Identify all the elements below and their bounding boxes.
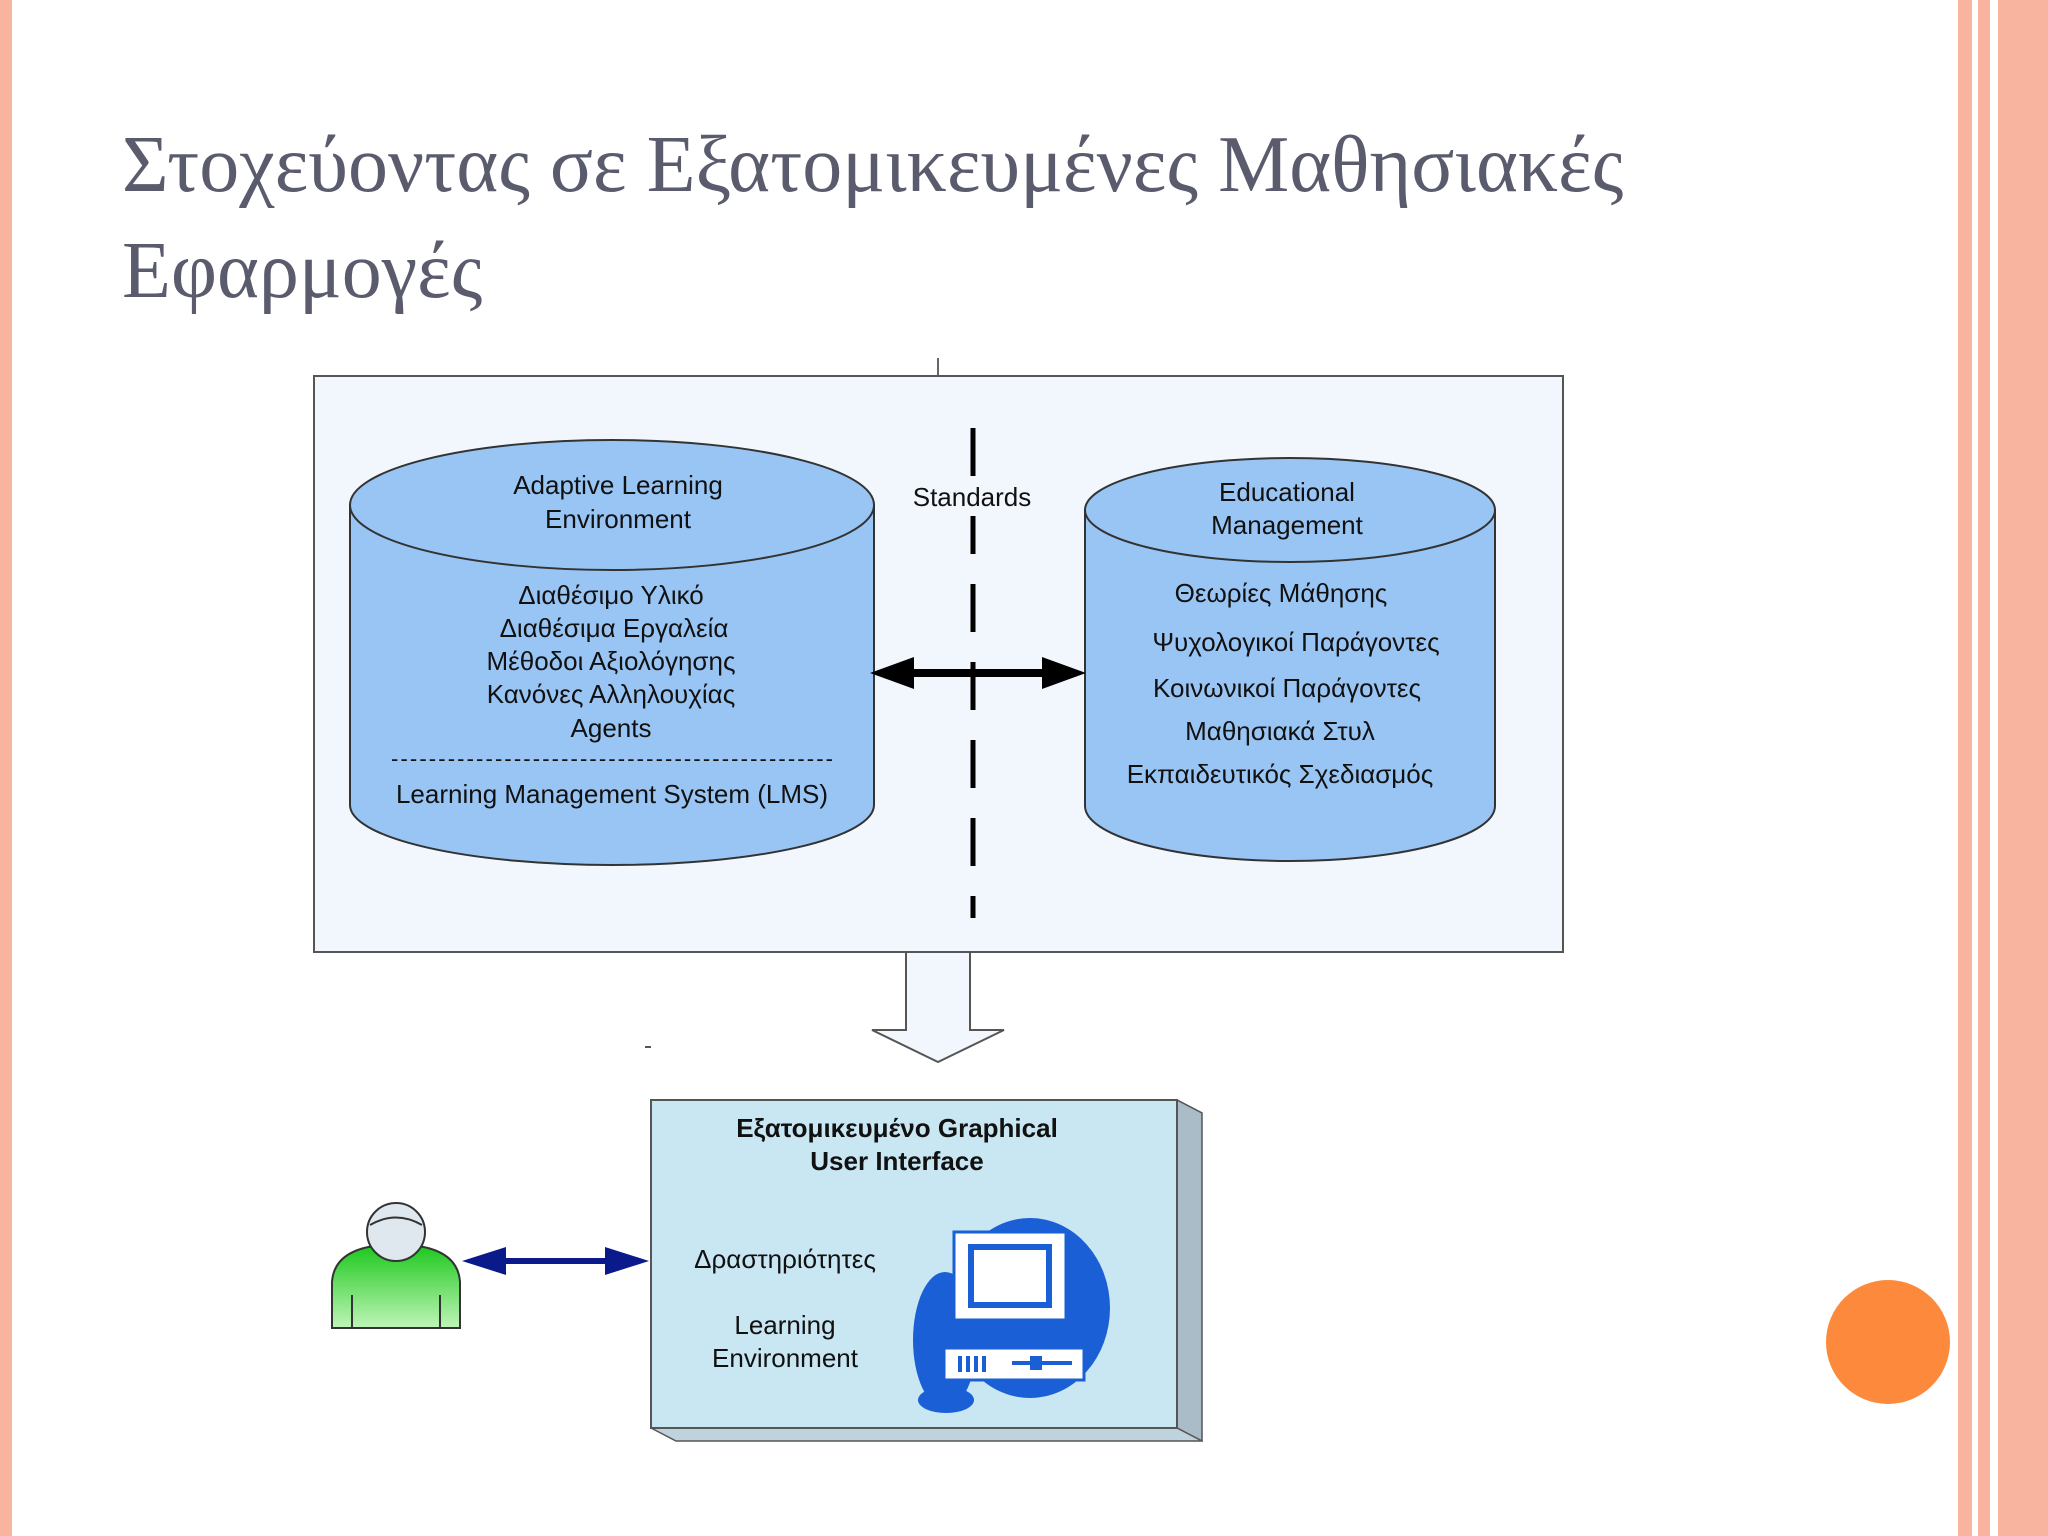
gui-box-right-face — [1176, 1098, 1203, 1443]
lms-footer: Learning Management System (LMS) — [396, 779, 828, 809]
lms-cylinder-top — [349, 439, 875, 571]
educational-management-cylinder: Educational Management Θεωρίες Μάθησης Ψ… — [1084, 457, 1496, 862]
gui-box-bottom-face — [650, 1427, 1203, 1442]
right-border-stripe-1 — [1958, 0, 1972, 1536]
gui-env-label-line-1: Learning — [734, 1310, 835, 1340]
user-gui-arrow — [462, 1247, 649, 1275]
lms-cylinder-header-line-1: Adaptive Learning — [513, 470, 723, 500]
slide-title: Στοχεύοντας σε Εξατομικευμένες Μαθησιακέ… — [122, 112, 1922, 324]
down-flow-arrow — [871, 951, 1005, 1064]
edu-cylinder-header-line-1: Educational — [1219, 477, 1355, 507]
left-border-stripe — [0, 0, 12, 1536]
edu-item-5: Εκπαιδευτικός Σχεδιασμός — [1127, 759, 1434, 789]
lms-cylinder: Adaptive Learning Environment Διαθέσιμο … — [349, 439, 875, 866]
gui-box-title-line-2: User Interface — [810, 1146, 983, 1176]
bidirectional-arrow — [870, 657, 1086, 689]
edu-cylinder-header-line-2: Management — [1211, 510, 1364, 540]
edu-cylinder-body — [1084, 509, 1496, 862]
lms-item-4: Κανόνες Αλληλουχίας — [487, 679, 736, 709]
slide-title-line-1: Στοχεύοντας σε Εξατομικευμένες Μαθησιακέ… — [122, 121, 1624, 209]
gui-env-label-line-2: Environment — [712, 1343, 859, 1373]
lms-separator: ----------------------------------------… — [391, 746, 833, 771]
lms-cylinder-header-line-2: Environment — [545, 504, 692, 534]
edu-item-4: Μαθησιακά Στυλ — [1185, 716, 1375, 746]
slide-title-line-2: Εφαρμογές — [122, 227, 483, 315]
right-border-stripe-3 — [1998, 0, 2048, 1536]
lms-item-1: Διαθέσιμο Υλικό — [518, 580, 704, 610]
right-border-stripe-2 — [1978, 0, 1990, 1536]
edu-item-2: Ψυχολογικοί Παράγοντες — [1152, 627, 1439, 657]
gui-box-title-line-1: Εξατομικευμένο Graphical — [736, 1113, 1058, 1143]
lms-item-5: Agents — [571, 713, 652, 743]
standards-label-bg — [905, 478, 1041, 516]
standards-label: Standards — [913, 482, 1032, 512]
edu-item-1: Θεωρίες Μάθησης — [1175, 578, 1388, 608]
lms-item-2: Διαθέσιμα Εργαλεία — [500, 613, 729, 643]
edu-item-3: Κοινωνικοί Παράγοντες — [1153, 673, 1421, 703]
accent-circle — [1826, 1280, 1950, 1404]
user-icon — [331, 1202, 461, 1329]
lms-item-3: Μέθοδοι Αξιολόγησης — [487, 646, 736, 676]
lms-cylinder-body — [349, 504, 875, 866]
edu-cylinder-top — [1084, 457, 1496, 563]
computer-icon — [913, 1218, 1110, 1413]
gui-activities-label: Δραστηριότητες — [694, 1244, 876, 1274]
